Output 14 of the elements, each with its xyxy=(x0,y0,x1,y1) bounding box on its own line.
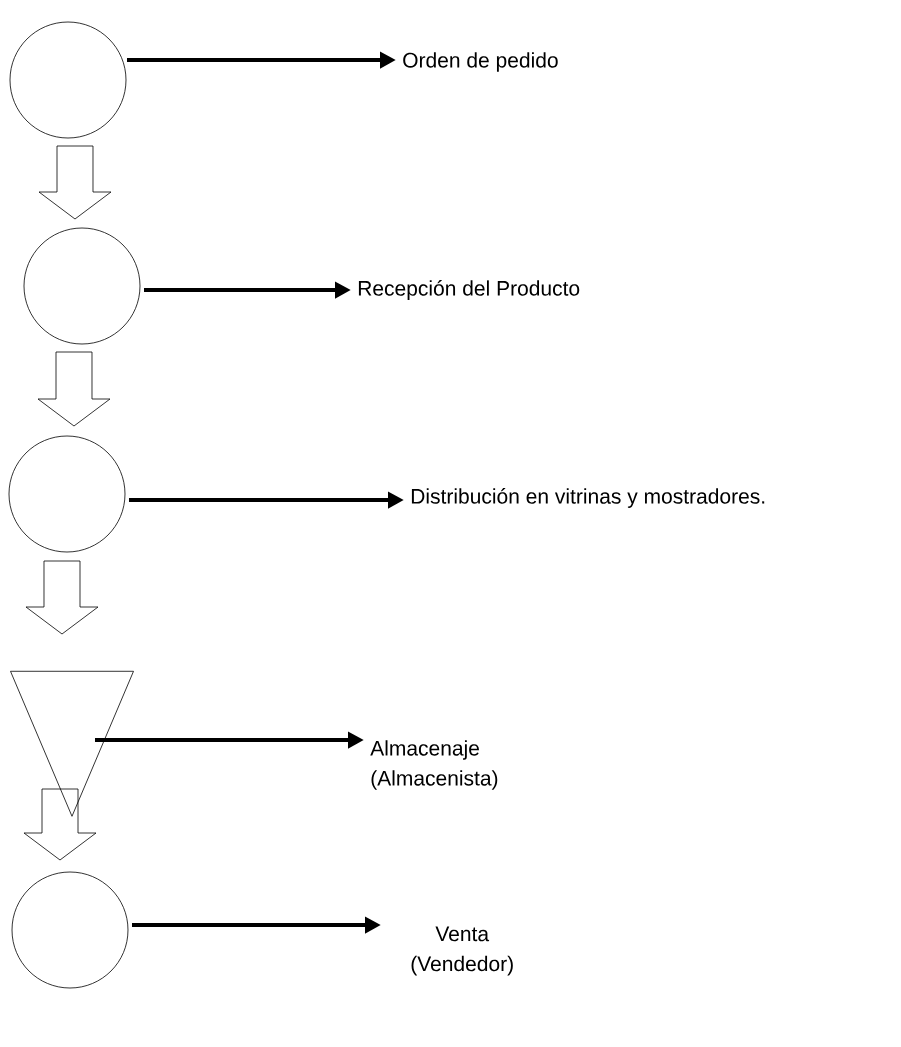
block-arrow xyxy=(23,788,97,861)
step-label: Almacenaje (Almacenista) xyxy=(370,740,498,790)
step-label: Distribución en vitrinas y mostradores. xyxy=(411,488,765,508)
circle-shape xyxy=(23,227,141,345)
block-arrow xyxy=(25,560,99,635)
circle-shape xyxy=(8,435,126,553)
step-label: Venta (Vendedor) xyxy=(411,926,513,976)
block-arrow xyxy=(38,145,112,220)
circle-shape xyxy=(11,871,129,989)
step-label: Orden de pedido xyxy=(403,52,558,72)
step-label: Recepción del Producto xyxy=(358,280,580,300)
circle-shape xyxy=(9,21,127,139)
triangle-shape xyxy=(10,670,134,817)
block-arrow xyxy=(37,351,111,427)
